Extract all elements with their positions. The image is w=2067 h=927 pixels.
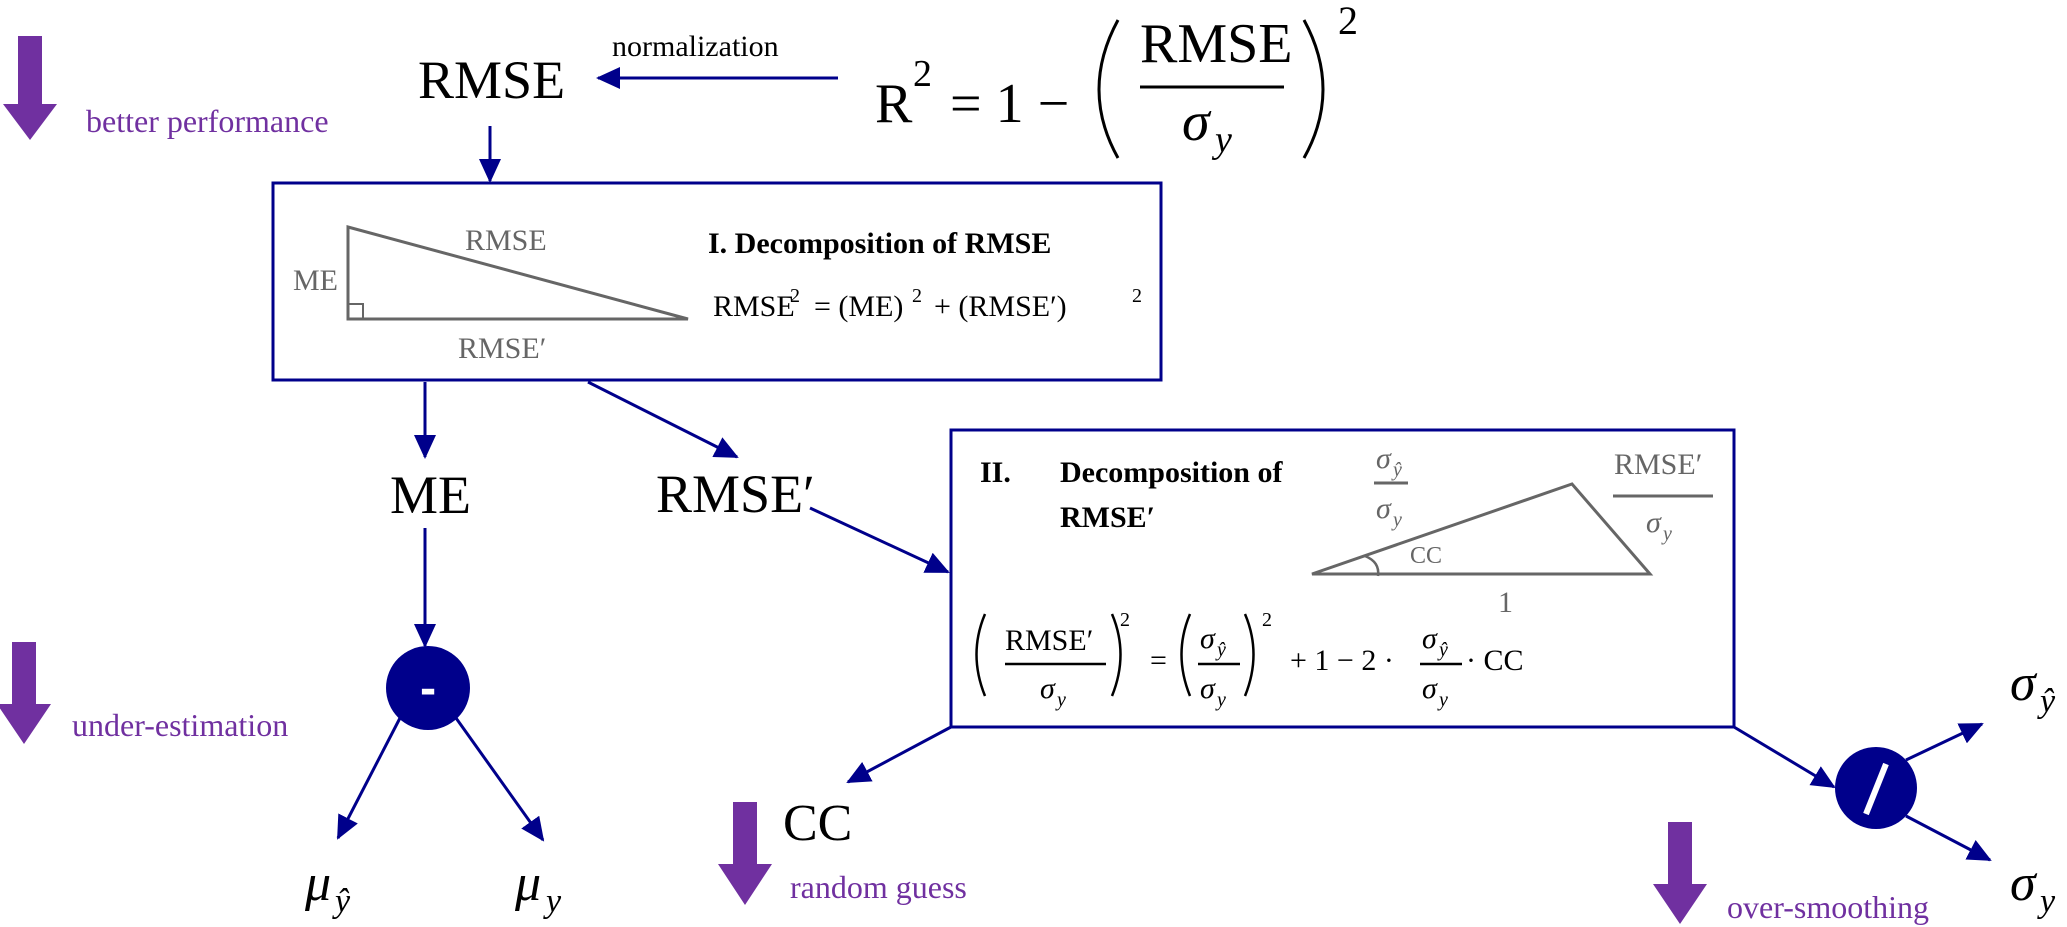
svg-text:ŷ: ŷ (2037, 683, 2056, 720)
under-estimation-label: under-estimation (72, 707, 288, 743)
sigma-node: σ y (2010, 855, 2056, 920)
box2-title-numeral: II. (980, 456, 1011, 489)
svg-text:=: = (1150, 644, 1167, 677)
divide-to-sigma-arrow (1905, 814, 1992, 862)
random-guess-label: random guess (790, 869, 967, 905)
me-node: ME (390, 465, 471, 525)
base-label: 1 (1498, 586, 1513, 619)
left-paren (1097, 19, 1120, 159)
minus-to-mu-arrow (454, 717, 545, 842)
left-side-den: σ (1376, 492, 1392, 525)
r2-denominator-sub: y (1211, 119, 1232, 161)
rmse-prime-decomposition-equation: RMSE′ σ y 2 = σ ŷ σ y 2 + 1 − 2 · σ ŷ σ … (975, 609, 1524, 711)
svg-text:σ: σ (1200, 672, 1216, 705)
svg-text:2: 2 (1132, 285, 1142, 307)
svg-text:σ: σ (1422, 622, 1438, 655)
svg-text:y: y (1055, 689, 1066, 711)
svg-text:y: y (1437, 689, 1448, 711)
box2-to-cc-arrow (846, 725, 952, 784)
r-squared-formula: R 2 = 1 − RMSE σ y 2 (875, 0, 1358, 161)
svg-text:μ: μ (304, 855, 331, 912)
right-angle-marker (347, 303, 364, 320)
cc-triangle: σ ŷ σ y RMSE′ σ y CC 1 (1311, 442, 1713, 619)
svg-text:ŷ: ŷ (1215, 639, 1226, 661)
svg-text:RMSE′: RMSE′ (1005, 624, 1093, 657)
svg-text:σ: σ (2010, 855, 2038, 912)
triangle-base-label: RMSE′ (458, 332, 546, 365)
svg-text:y: y (2037, 883, 2056, 920)
svg-text:+ (RMSE′): + (RMSE′) (934, 290, 1067, 323)
box2-to-divide-arrow (1733, 725, 1836, 789)
decomposition-rmse-box (271, 181, 1163, 382)
svg-text:· CC: · CC (1466, 644, 1524, 677)
decomposition-rmse-prime-box (949, 428, 1736, 729)
right-side-den: σ (1646, 506, 1662, 539)
svg-text:μ: μ (514, 855, 541, 912)
box1-title: I. Decomposition of RMSE (708, 227, 1051, 260)
svg-text:2: 2 (912, 285, 922, 307)
svg-text:ŷ: ŷ (1391, 459, 1402, 481)
angle-label: CC (1410, 543, 1442, 569)
svg-text:y: y (1391, 509, 1402, 531)
svg-text:+ 1 − 2 ·: + 1 − 2 · (1290, 644, 1394, 677)
mu-node: μ y (514, 855, 562, 920)
minus-operator: - (386, 646, 470, 730)
sigma-hat-node: σ ŷ (2010, 655, 2056, 720)
down-arrow-icon (0, 642, 51, 744)
minus-sign: - (420, 667, 437, 713)
cc-node: CC (783, 795, 852, 852)
r2-numerator: RMSE (1140, 13, 1293, 75)
rmse-prime-node: RMSE′ (656, 464, 815, 524)
svg-text:σ: σ (1040, 672, 1056, 705)
right-paren (1302, 19, 1325, 159)
left-side-num: σ (1376, 442, 1392, 475)
svg-text:ŷ: ŷ (332, 883, 351, 920)
rmse-decomposition-equation: RMSE 2 = (ME) 2 + (RMSE′) 2 (713, 285, 1142, 323)
down-arrow-icon (718, 802, 772, 905)
mu-hat-node: μ ŷ (304, 855, 351, 920)
better-performance-label: better performance (86, 103, 329, 139)
right-side-num: RMSE′ (1614, 448, 1702, 481)
normalization-label: normalization (612, 30, 779, 63)
divide-slash (1863, 762, 1889, 816)
r2-lhs-sup: 2 (913, 53, 932, 95)
r2-lhs: R (875, 73, 913, 135)
r2-outer-sup: 2 (1338, 0, 1358, 43)
svg-text:RMSE: RMSE (713, 290, 795, 323)
svg-text:σ: σ (1422, 672, 1438, 705)
box2-title-line2: RMSE′ (1060, 501, 1155, 534)
svg-text:2: 2 (790, 285, 800, 307)
svg-text:y: y (1661, 523, 1672, 545)
rmse-prime-to-box2-arrow (809, 506, 950, 574)
svg-text:y: y (1215, 689, 1226, 711)
divide-to-sigma-hat-arrow (1905, 722, 1984, 762)
svg-text:ŷ: ŷ (1437, 639, 1448, 661)
down-arrow-icon (1653, 822, 1707, 924)
r2-eq: = 1 − (950, 73, 1069, 135)
svg-text:σ: σ (2010, 655, 2038, 712)
triangle-vertical-label: ME (293, 264, 338, 297)
box1-to-rmse-prime-arrow (587, 380, 739, 459)
box2-title-line1: Decomposition of (1060, 456, 1283, 489)
divide-operator (1835, 747, 1917, 829)
svg-text:2: 2 (1262, 609, 1272, 631)
minus-to-mu-hat-arrow (336, 717, 402, 840)
over-smoothing-label: over-smoothing (1727, 889, 1929, 925)
svg-text:= (ME): = (ME) (814, 290, 903, 323)
svg-text:y: y (543, 883, 562, 920)
rmse-triangle: RMSE ME RMSE′ (293, 224, 689, 365)
svg-text:σ: σ (1200, 622, 1216, 655)
rmse-node: RMSE (418, 50, 565, 110)
down-arrow-icon (3, 36, 57, 140)
r2-denominator: σ (1182, 91, 1212, 153)
triangle-hypotenuse-label: RMSE (465, 224, 547, 257)
svg-text:2: 2 (1120, 609, 1130, 631)
angle-arc (1364, 554, 1380, 577)
